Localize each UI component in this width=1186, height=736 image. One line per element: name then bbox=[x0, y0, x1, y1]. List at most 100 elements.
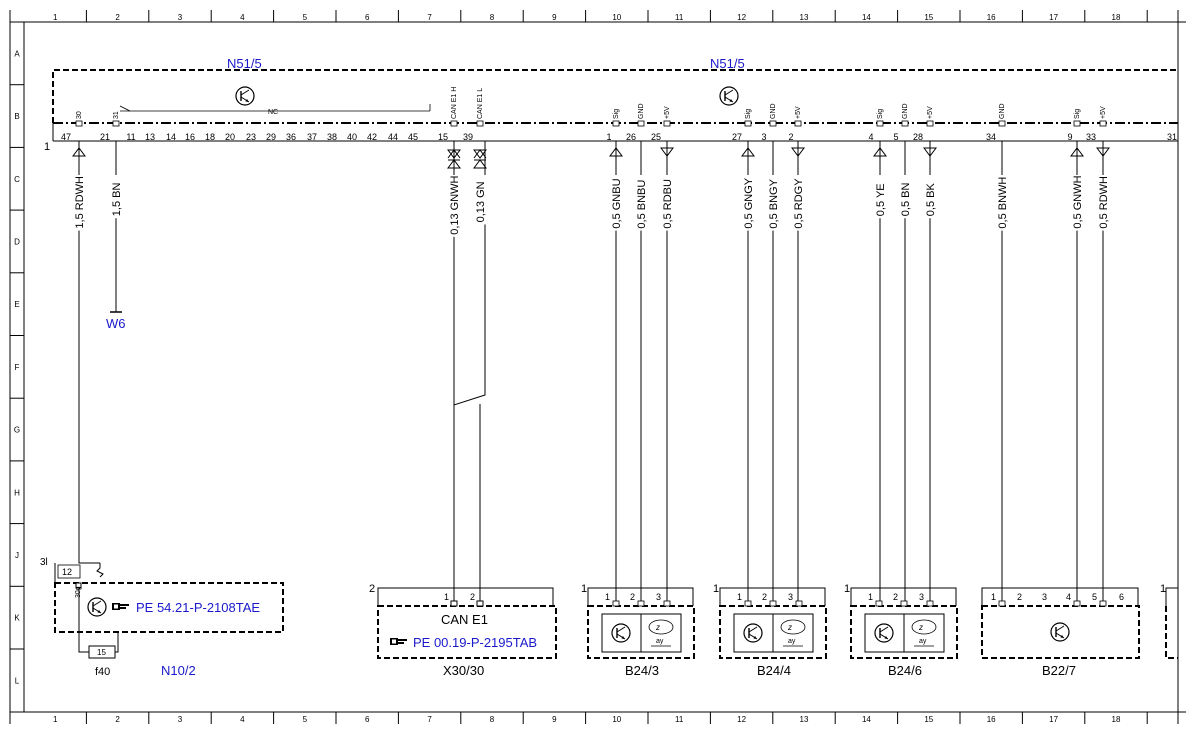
column-label: 5 bbox=[303, 13, 308, 22]
pin-socket bbox=[637, 120, 645, 127]
pin-tag: +5V bbox=[795, 106, 802, 119]
pin-tag: Sig bbox=[877, 109, 884, 119]
column-label: 15 bbox=[924, 715, 933, 724]
row-label: H bbox=[14, 488, 20, 497]
sensor-pin: 2 bbox=[630, 592, 635, 602]
wire-label: 0,13 GNWH bbox=[449, 175, 461, 234]
pin-socket bbox=[998, 120, 1006, 127]
pin-socket bbox=[794, 120, 802, 127]
column-label: 17 bbox=[1049, 13, 1058, 22]
wire-label: 0,5 YE bbox=[875, 183, 887, 216]
column-label: 14 bbox=[862, 13, 871, 22]
pin-tag: 30 bbox=[76, 111, 83, 119]
sensor-marker: 1 bbox=[844, 583, 850, 595]
row-label: L bbox=[15, 676, 20, 685]
b22-pin: 5 bbox=[1092, 592, 1097, 602]
wire-label: 1,5 BN bbox=[111, 183, 123, 217]
transistor-icon bbox=[874, 623, 894, 643]
module-pin: 47 bbox=[61, 132, 71, 142]
column-label: 14 bbox=[862, 715, 871, 724]
component-n10-2: 3l 12 30g PE 54.21-P-2108TAE 15 f40 N10/… bbox=[40, 557, 284, 678]
frame bbox=[9, 10, 1186, 724]
module-pin: 26 bbox=[626, 132, 636, 142]
module-pin: 3 bbox=[761, 132, 766, 142]
module-pin: 14 bbox=[166, 132, 176, 142]
column-label: 6 bbox=[365, 13, 370, 22]
module-pin: 40 bbox=[347, 132, 357, 142]
b22-pin: 4 bbox=[1066, 592, 1071, 602]
column-label: 18 bbox=[1112, 13, 1121, 22]
module-pin: 21 bbox=[100, 132, 110, 142]
module-pin: 36 bbox=[286, 132, 296, 142]
transistor-icon bbox=[719, 86, 739, 106]
pin-socket bbox=[901, 120, 909, 127]
b22-pin: 2 bbox=[1017, 592, 1022, 602]
module-pin: 13 bbox=[145, 132, 155, 142]
wire-label: 0,5 GNBU bbox=[611, 178, 623, 228]
pin-tag: GND bbox=[770, 103, 777, 119]
svg-text:z: z bbox=[918, 623, 923, 632]
pin-socket bbox=[744, 120, 752, 127]
x30-ref-link[interactable]: PE 00.19-P-2195TAB bbox=[413, 635, 537, 650]
column-label: 13 bbox=[800, 715, 809, 724]
svg-text:ay: ay bbox=[919, 638, 927, 645]
pin-tag: GND bbox=[902, 103, 909, 119]
module-pin: 27 bbox=[732, 132, 742, 142]
pin-socket bbox=[663, 120, 671, 127]
transistor-icon bbox=[87, 597, 107, 617]
transistor-icon bbox=[611, 623, 631, 643]
pin-tag: Sig bbox=[745, 109, 752, 119]
x30-label: CAN E1 bbox=[441, 612, 488, 627]
pin-tag: GND bbox=[999, 103, 1006, 119]
column-label: 16 bbox=[987, 715, 996, 724]
svg-text:ay: ay bbox=[788, 638, 796, 645]
wire-label: 0,5 BK bbox=[925, 183, 937, 217]
module-pin: 1 bbox=[606, 132, 611, 142]
sensor-pin: 1 bbox=[868, 592, 873, 602]
module-pin: 37 bbox=[307, 132, 317, 142]
wire-label: 0,5 RDBU bbox=[662, 179, 674, 229]
module-pin: 25 bbox=[651, 132, 661, 142]
sensor-pin: 2 bbox=[762, 592, 767, 602]
wire-label: 1,5 RDWH bbox=[74, 176, 86, 229]
column-label: 7 bbox=[427, 13, 432, 22]
module-pin: 5 bbox=[893, 132, 898, 142]
module-pin: 11 bbox=[126, 132, 135, 142]
column-label: 9 bbox=[552, 715, 557, 724]
x30-row-marker: 2 bbox=[369, 583, 375, 595]
fuse-label: f40 bbox=[95, 666, 110, 678]
module-name-right: N51/5 bbox=[710, 56, 745, 71]
module-pin: 42 bbox=[367, 132, 377, 142]
pointing-hand-icon bbox=[112, 603, 129, 610]
module-pin: 15 bbox=[438, 132, 448, 142]
sensor-marker: 1 bbox=[581, 583, 587, 595]
column-label: 3 bbox=[178, 13, 183, 22]
pin-tag: 31 bbox=[113, 111, 120, 119]
pin-socket bbox=[75, 120, 83, 127]
pin-socket bbox=[476, 120, 484, 127]
pin-socket bbox=[1099, 120, 1107, 127]
row-label: J bbox=[15, 551, 19, 560]
module-pin: 31 bbox=[1167, 132, 1177, 142]
pin-socket bbox=[450, 120, 458, 127]
pin-tag: +5V bbox=[1100, 106, 1107, 119]
b22-name: B22/7 bbox=[1042, 663, 1076, 678]
n10-ref-link[interactable]: PE 54.21-P-2108TAE bbox=[136, 600, 260, 615]
column-label: 10 bbox=[612, 715, 621, 724]
column-label: 13 bbox=[800, 13, 809, 22]
module-pin: 34 bbox=[986, 132, 996, 142]
module-pin: 29 bbox=[266, 132, 276, 142]
module-row-marker: 1 bbox=[44, 141, 50, 153]
module-pin: 4 bbox=[868, 132, 873, 142]
column-label: 12 bbox=[737, 13, 746, 22]
transistor-icon bbox=[1050, 622, 1070, 642]
column-label: 6 bbox=[365, 715, 370, 724]
component-partial-right: 1 bbox=[1160, 583, 1178, 659]
